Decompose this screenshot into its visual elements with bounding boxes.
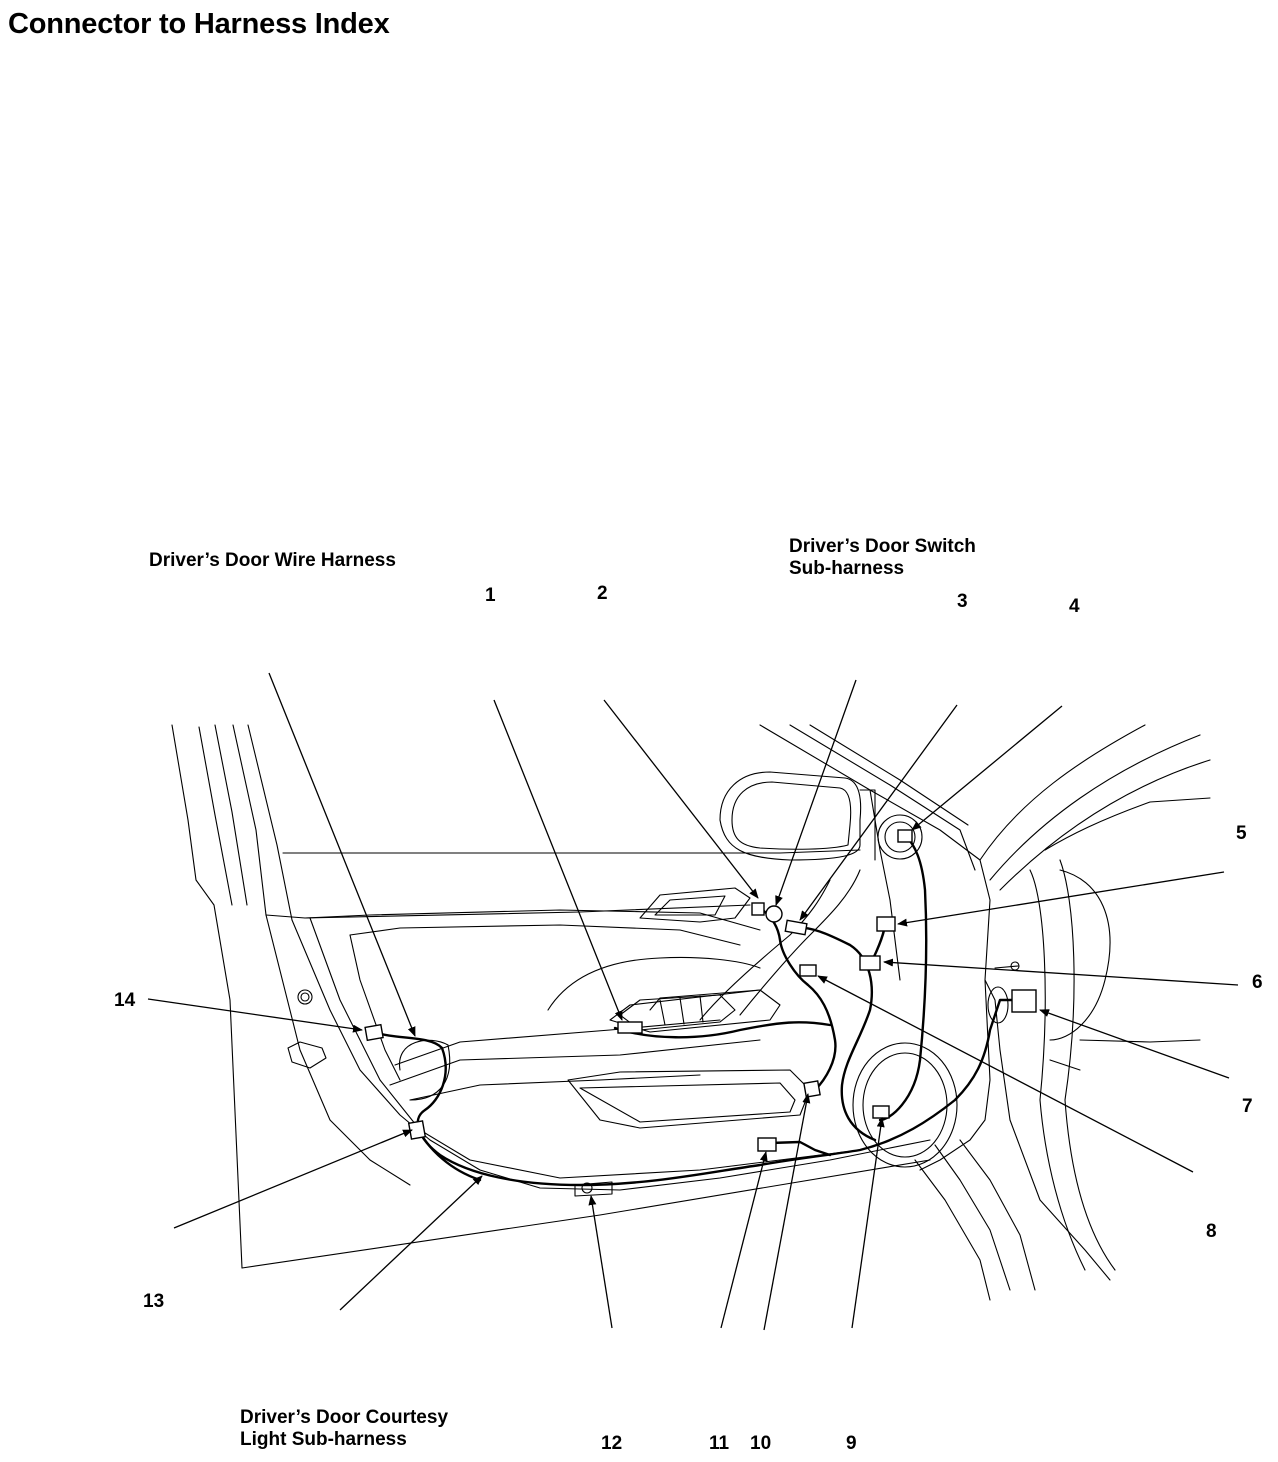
label-door-wire-harness: Driver’s Door Wire Harness: [149, 550, 396, 571]
label-courtesy-line1: Driver’s Door Courtesy: [240, 1407, 449, 1428]
callout-4: 4: [1069, 596, 1080, 617]
callout-9: 9: [846, 1433, 857, 1454]
label-door-switch-line2: Sub-harness: [789, 558, 905, 579]
callout-6: 6: [1252, 972, 1263, 993]
callout-2: 2: [597, 583, 608, 604]
callout-3: 3: [957, 591, 968, 612]
page-title: Connector to Harness Index: [8, 8, 390, 40]
connectors: [364, 829, 1037, 1152]
label-courtesy-light-sub-harness: Driver’s Door Courtesy Light Sub-harness: [240, 1407, 448, 1451]
label-door-switch-line1: Driver’s Door Switch: [789, 536, 976, 557]
label-door-switch-sub-harness: Driver’s Door Switch Sub-harness: [789, 536, 976, 580]
callout-14: 14: [114, 990, 136, 1011]
callout-10: 10: [750, 1433, 772, 1454]
callout-13: 13: [143, 1291, 165, 1312]
callout-1: 1: [485, 585, 496, 606]
wire-harness-runs: [373, 833, 1022, 1187]
callout-leaders: [147, 672, 1239, 1331]
label-courtesy-line2: Light Sub-harness: [240, 1429, 407, 1450]
door-outline: [171, 724, 1211, 1301]
callout-8: 8: [1206, 1221, 1217, 1242]
callout-5: 5: [1236, 823, 1247, 844]
callout-7: 7: [1242, 1096, 1253, 1117]
callout-11: 11: [709, 1433, 730, 1454]
callout-12: 12: [601, 1433, 623, 1454]
